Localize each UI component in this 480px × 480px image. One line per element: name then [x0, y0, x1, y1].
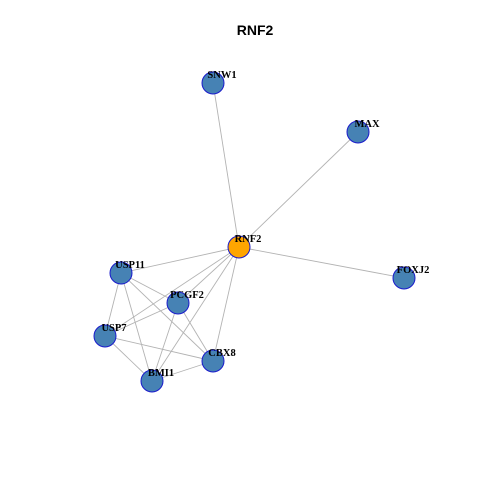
edge-rnf2-bmi1 [151, 246, 240, 382]
node-circle-pcgf2 [166, 291, 190, 315]
node-label-max: MAX [354, 119, 379, 130]
node-cbx8: CBX8 [201, 348, 236, 373]
node-circle-cbx8 [201, 349, 225, 373]
node-circle-max [346, 120, 370, 144]
node-label-bmi1: BMI1 [148, 368, 174, 379]
node-circle-foxj2 [392, 266, 416, 290]
node-label-usp7: USP7 [101, 323, 126, 334]
node-label-usp11: USP11 [115, 260, 145, 271]
node-circle-snw1 [201, 71, 225, 95]
edge-rnf2-cbx8 [212, 246, 240, 362]
edge-usp7-cbx8 [104, 335, 214, 362]
node-label-pcgf2: PCGF2 [170, 290, 204, 301]
edge-pcgf2-bmi1 [151, 302, 179, 382]
edge-rnf2-usp11 [120, 246, 240, 274]
node-label-foxj2: FOXJ2 [397, 265, 430, 276]
edge-usp11-cbx8 [120, 272, 214, 362]
node-circle-bmi1 [140, 369, 164, 393]
edge-rnf2-foxj2 [238, 246, 405, 279]
node-bmi1: BMI1 [140, 368, 174, 393]
edge-rnf2-snw1 [212, 82, 240, 248]
node-rnf2: RNF2 [227, 234, 262, 259]
edge-pcgf2-usp7 [104, 302, 179, 337]
node-circle-rnf2 [227, 235, 251, 259]
node-label-rnf2: RNF2 [235, 234, 262, 245]
edge-rnf2-max [238, 131, 359, 248]
node-max: MAX [346, 119, 380, 144]
edge-rnf2-usp7 [104, 246, 240, 337]
node-circle-usp7 [93, 324, 117, 348]
node-usp11: USP11 [109, 260, 145, 285]
edge-usp11-bmi1 [120, 272, 153, 382]
node-pcgf2: PCGF2 [166, 290, 204, 315]
node-label-snw1: SNW1 [207, 70, 236, 81]
diagram-title: RNF2 [237, 22, 274, 38]
node-foxj2: FOXJ2 [392, 265, 430, 290]
edge-rnf2-pcgf2 [177, 246, 240, 304]
node-circle-usp11 [109, 261, 133, 285]
node-usp7: USP7 [93, 323, 127, 348]
node-snw1: SNW1 [201, 70, 237, 95]
node-label-cbx8: CBX8 [208, 348, 235, 359]
